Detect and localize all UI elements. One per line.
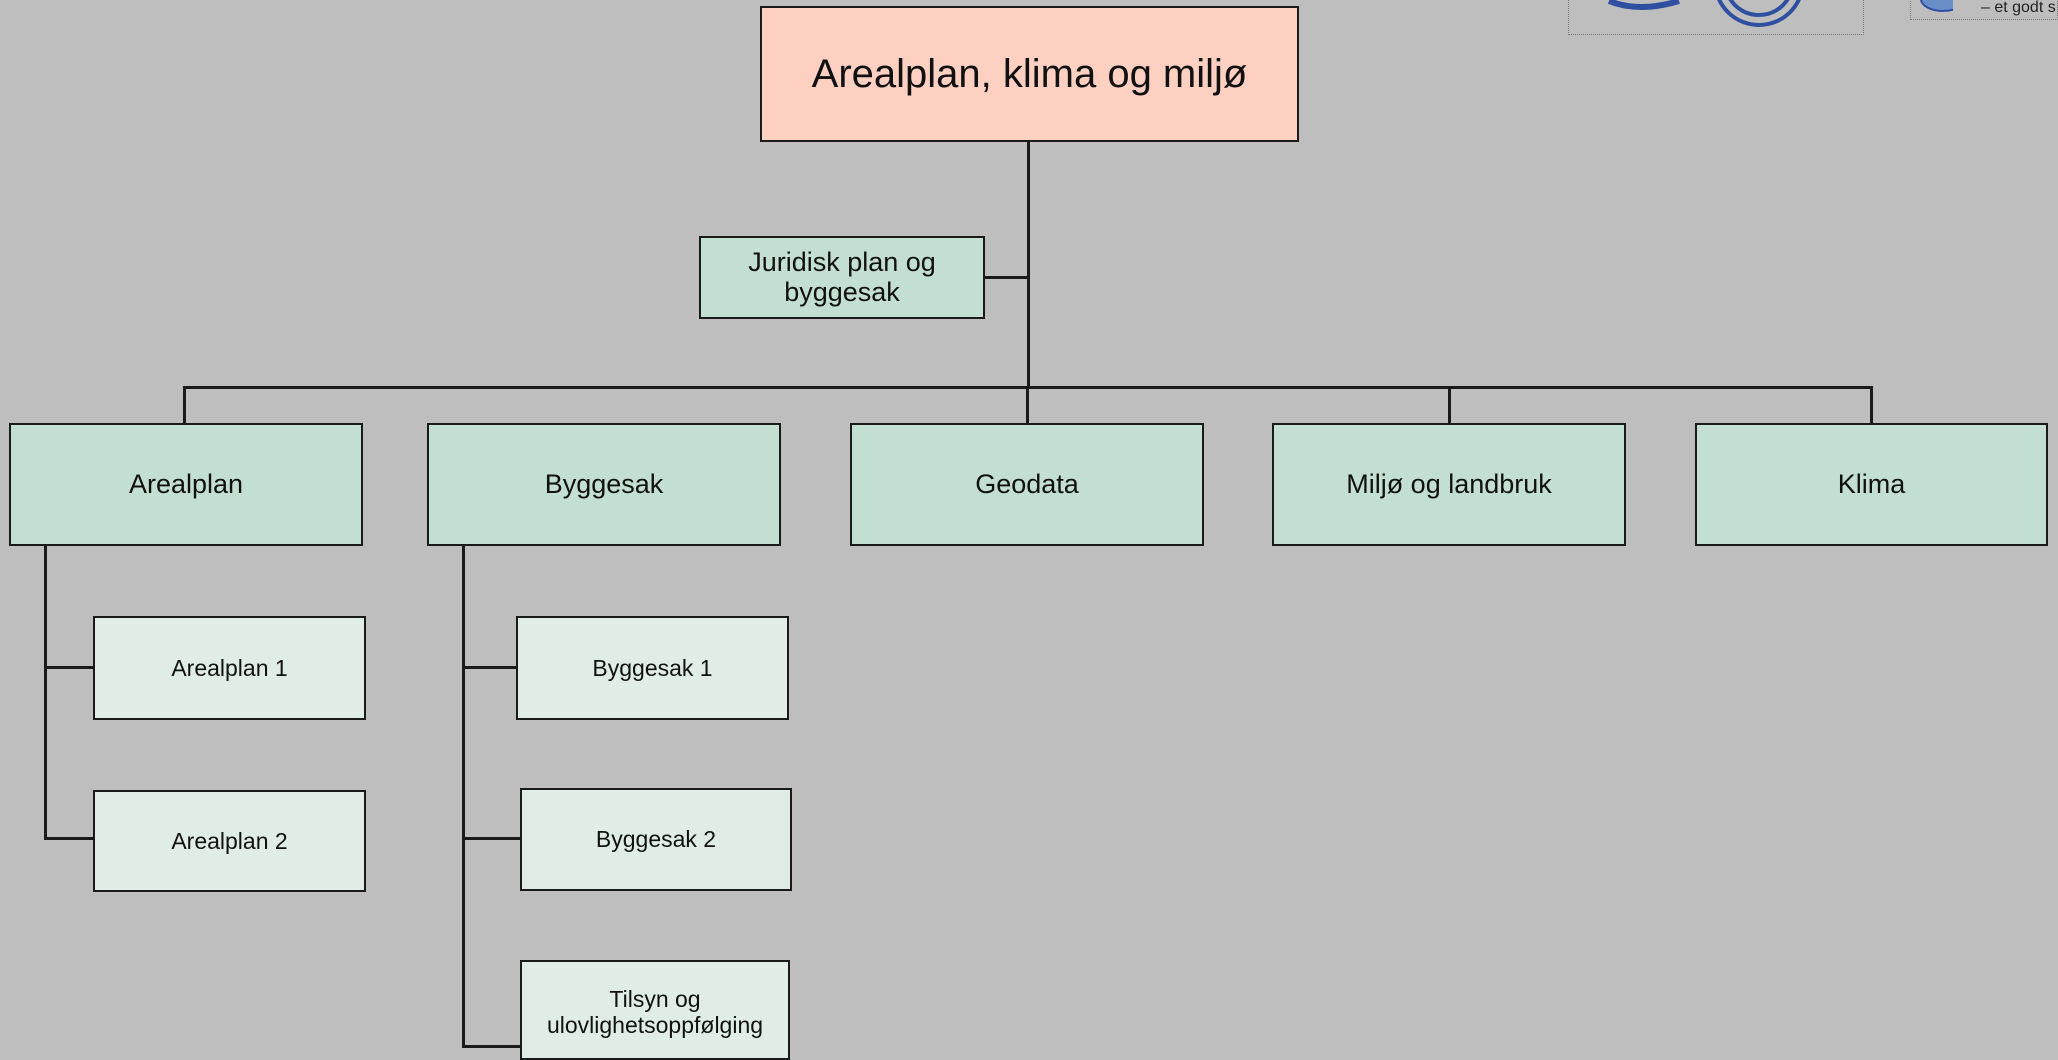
staff-box: Juridisk plan og byggesak (699, 236, 985, 319)
logo-slogan-text: – et godt s (1981, 0, 2056, 16)
unit-label: Arealplan 1 (171, 654, 288, 681)
staff-label-line2: byggesak (784, 276, 900, 307)
department-drop-line (1448, 386, 1451, 423)
unit-label-line1: Tilsyn og (609, 986, 701, 1012)
unit-box-arealplan-1: Arealplan 1 (93, 616, 366, 720)
byggesak-branch-line (462, 837, 522, 840)
department-label: Klima (1837, 468, 1906, 499)
arealplan-branch-line (44, 666, 94, 669)
department-box-byggesak: Byggesak (427, 423, 781, 546)
department-label: Geodata (975, 468, 1079, 499)
emblem-icon (1920, 0, 1953, 12)
staff-label-line1: Juridisk plan og (748, 246, 936, 277)
department-box-geodata: Geodata (850, 423, 1204, 546)
root-label: Arealplan, klima og miljø (811, 52, 1248, 96)
unit-box-arealplan-2: Arealplan 2 (93, 790, 366, 892)
department-drop-line (1870, 386, 1873, 423)
department-drop-line (183, 386, 186, 423)
staff-connector-line (984, 276, 1029, 279)
unit-box-byggesak-1: Byggesak 1 (516, 616, 789, 720)
unit-label: Byggesak 1 (592, 654, 713, 681)
byggesak-branch-line (462, 666, 518, 669)
unit-label: Byggesak 2 (595, 826, 717, 853)
unit-box-byggesak-2: Byggesak 2 (520, 788, 792, 891)
unit-label-line2: ulovlighetsoppfølging (546, 1012, 764, 1039)
arealplan-branch-line (44, 837, 94, 840)
department-label: Byggesak (544, 468, 664, 499)
unit-box-tilsyn: Tilsyn og ulovlighetsoppfølging (520, 960, 790, 1060)
logo-left-partial (1568, 0, 1864, 35)
byggesak-branch-line (462, 1045, 522, 1048)
logo-right-partial: – et godt s (1910, 0, 2058, 20)
department-label: Arealplan (128, 468, 244, 499)
root-trunk-line (1027, 142, 1030, 388)
department-label: Miljø og landbruk (1346, 468, 1552, 499)
unit-label: Arealplan 2 (171, 827, 288, 854)
department-box-miljo-og-landbruk: Miljø og landbruk (1272, 423, 1626, 546)
department-drop-line (1026, 386, 1029, 423)
circle-logo-icon (1607, 0, 1801, 27)
department-box-arealplan: Arealplan (9, 423, 363, 546)
root-box: Arealplan, klima og miljø (760, 6, 1299, 142)
arealplan-tree-line (44, 544, 47, 840)
department-box-klima: Klima (1695, 423, 2048, 546)
byggesak-tree-line (462, 544, 465, 1048)
